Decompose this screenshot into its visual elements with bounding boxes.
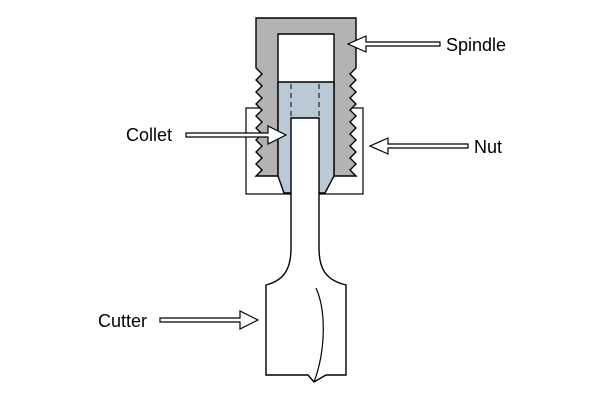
label-cutter: Cutter [98,311,147,331]
spindle-body [254,17,358,177]
collet-arrow [185,125,288,145]
spindle-arrow [346,35,441,53]
cutter-arrow [159,310,260,330]
label-spindle: Spindle [446,35,506,55]
label-collet: Collet [126,125,172,145]
cutter-bit [265,117,347,383]
label-nut: Nut [474,137,502,157]
cutter-flute [313,287,324,383]
nut-arrow [368,137,469,155]
